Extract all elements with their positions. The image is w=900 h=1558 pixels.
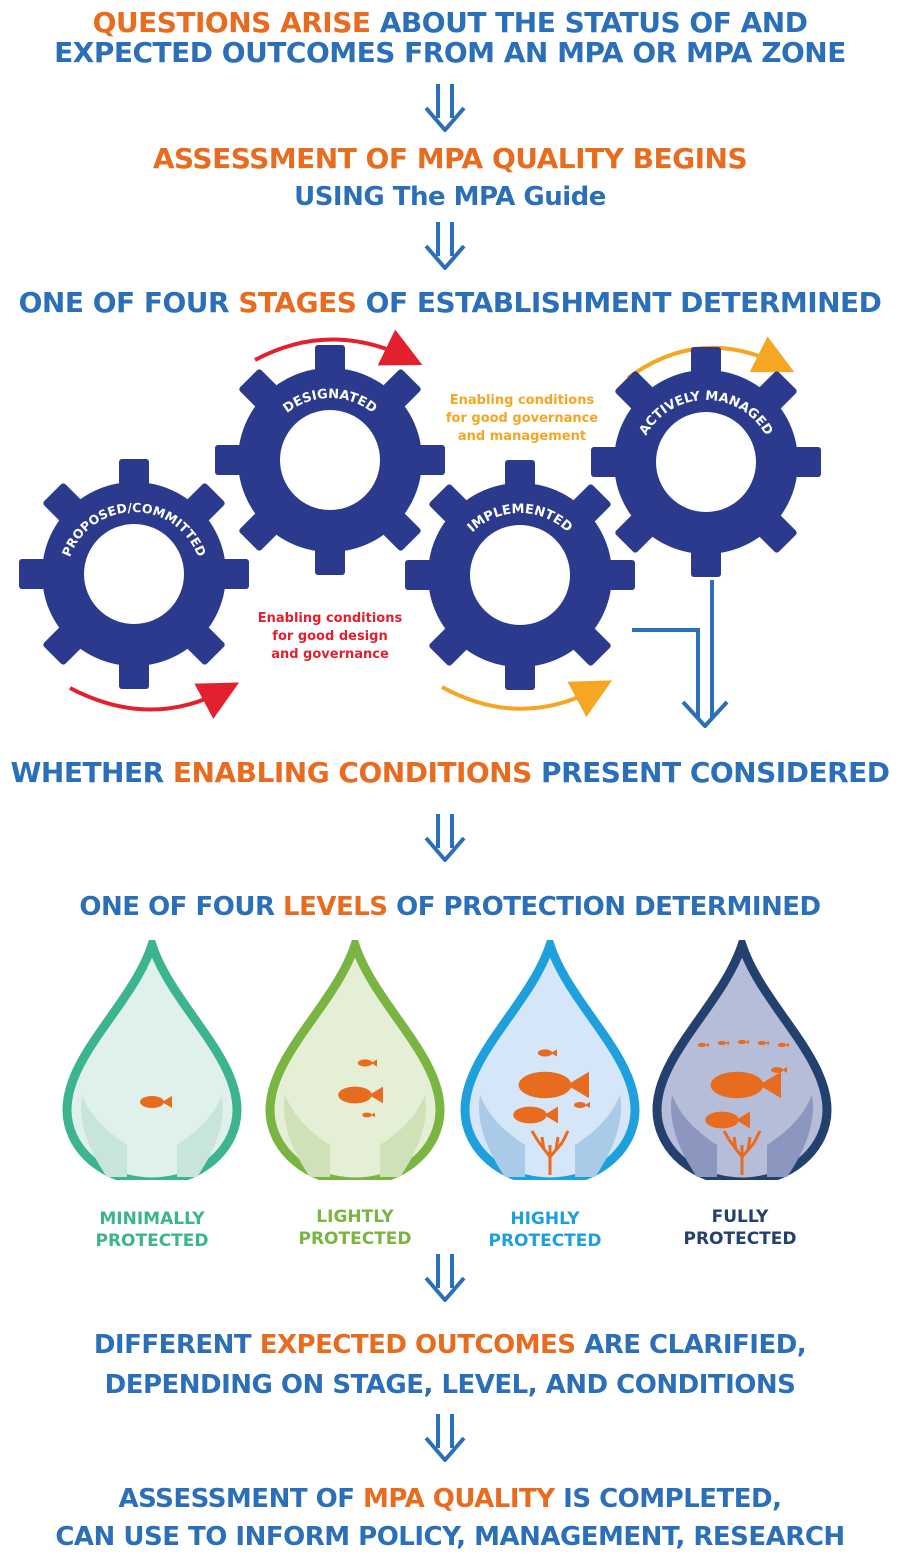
step4-text-a: WHETHER	[10, 756, 173, 789]
step5-highlight: LEVELS	[283, 892, 388, 922]
step1-text: ABOUT THE STATUS OF AND	[370, 6, 808, 39]
step7-text-a: ASSESSMENT OF	[118, 1484, 364, 1514]
step4-highlight: ENABLING CONDITIONS	[172, 756, 532, 789]
level-label-highly: HIGHLY PROTECTED	[455, 1208, 635, 1252]
drop-minimally-protected	[67, 945, 237, 1180]
gear-implemented: IMPLEMENTED	[405, 460, 635, 690]
level-line2: PROTECTED	[488, 1231, 602, 1251]
red-arrow-icon	[69, 682, 240, 719]
down-arrow-icon	[424, 1254, 466, 1302]
step4-text-b: PRESENT CONSIDERED	[531, 756, 890, 789]
drop-fully-protected	[657, 945, 827, 1180]
drop-lightly-protected	[270, 945, 440, 1180]
level-line1: MINIMALLY	[99, 1209, 205, 1229]
step1-line1: QUESTIONS ARISE ABOUT THE STATUS OF AND	[0, 6, 900, 39]
level-line1: LIGHTLY	[316, 1207, 394, 1227]
level-line2: PROTECTED	[683, 1229, 797, 1249]
step3-highlight: STAGES	[238, 286, 357, 319]
step7-line2: CAN USE TO INFORM POLICY, MANAGEMENT, RE…	[55, 1522, 845, 1552]
note-mgmt-line2: for good governance	[446, 411, 598, 426]
down-arrow-icon	[424, 1414, 466, 1462]
step1-line2: EXPECTED OUTCOMES FROM AN MPA OR MPA ZON…	[54, 36, 846, 69]
protection-levels-drops	[0, 940, 900, 1180]
connector-arrow-icon	[632, 628, 700, 718]
step5-title: ONE OF FOUR LEVELS OF PROTECTION DETERMI…	[0, 892, 900, 922]
step5-text-a: ONE OF FOUR	[79, 892, 284, 922]
step6-text-b: ARE CLARIFIED,	[575, 1330, 807, 1360]
stages-gears-diagram: PROPOSED/COMMITTED DESIGNATED IMPLEMENTE…	[19, 330, 821, 728]
note-mgmt-line1: Enabling conditions	[450, 393, 595, 408]
down-arrow-icon	[424, 84, 466, 132]
step2-title: ASSESSMENT OF MPA QUALITY BEGINS	[152, 142, 748, 175]
step7-title: ASSESSMENT OF MPA QUALITY IS COMPLETED,	[0, 1484, 900, 1514]
drop-highly-protected	[465, 945, 635, 1180]
gear-designated: DESIGNATED	[215, 345, 445, 575]
note-design-line3: and governance	[271, 647, 389, 662]
step3-text-a: ONE OF FOUR	[18, 286, 239, 319]
amber-arrow-icon	[441, 680, 613, 717]
down-arrow-icon	[424, 222, 466, 270]
step7-highlight: MPA QUALITY	[363, 1484, 555, 1514]
step6-title: DIFFERENT EXPECTED OUTCOMES ARE CLARIFIE…	[0, 1330, 900, 1360]
down-arrow-icon	[424, 814, 466, 862]
step5-text-b: OF PROTECTION DETERMINED	[387, 892, 821, 922]
step2-subtitle: USING The MPA Guide	[294, 182, 606, 212]
step4-title: WHETHER ENABLING CONDITIONS PRESENT CONS…	[0, 756, 900, 789]
level-label-fully: FULLY PROTECTED	[650, 1206, 830, 1250]
step1-highlight: QUESTIONS ARISE	[92, 6, 371, 39]
gear-actively-managed: ACTIVELY MANAGED	[591, 347, 821, 577]
red-arrow-icon	[254, 330, 423, 366]
gear-proposed-committed: PROPOSED/COMMITTED	[19, 459, 249, 689]
step7-text-b: IS COMPLETED,	[554, 1484, 782, 1514]
step3-title: ONE OF FOUR STAGES OF ESTABLISHMENT DETE…	[0, 286, 900, 319]
step3-text-b: OF ESTABLISHMENT DETERMINED	[356, 286, 882, 319]
level-label-lightly: LIGHTLY PROTECTED	[265, 1206, 445, 1250]
level-line1: HIGHLY	[510, 1209, 580, 1229]
step6-line2: DEPENDING ON STAGE, LEVEL, AND CONDITION…	[104, 1370, 796, 1400]
step6-highlight: EXPECTED OUTCOMES	[259, 1330, 576, 1360]
level-label-minimally: MINIMALLY PROTECTED	[62, 1208, 242, 1252]
note-design-line2: for good design	[272, 629, 387, 644]
level-line2: PROTECTED	[95, 1231, 209, 1251]
level-line2: PROTECTED	[298, 1229, 412, 1249]
level-line1: FULLY	[711, 1207, 769, 1227]
note-design-line1: Enabling conditions	[258, 611, 403, 626]
note-mgmt-line3: and management	[458, 429, 586, 444]
step6-text-a: DIFFERENT	[93, 1330, 260, 1360]
